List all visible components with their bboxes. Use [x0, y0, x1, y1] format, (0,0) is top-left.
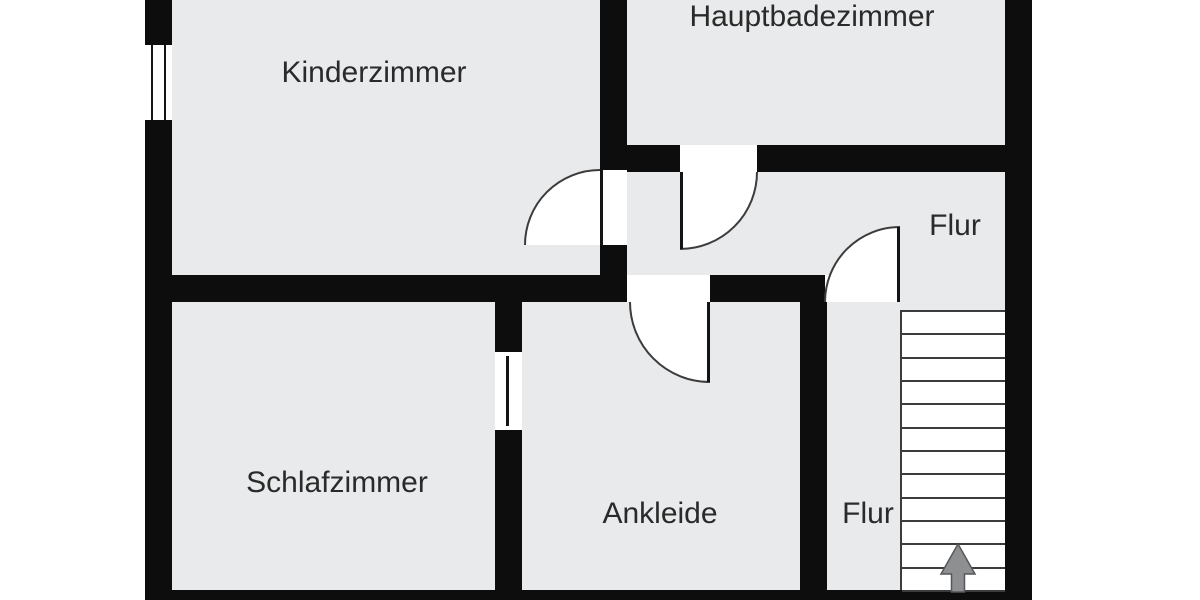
room-area-ankleide: [522, 302, 800, 590]
wall-ankleide-flur: [800, 302, 827, 600]
room-label-flur-oben: Flur: [929, 209, 981, 242]
room-label-kinderzimmer: Kinderzimmer: [281, 56, 467, 89]
stair-tread: [902, 497, 1005, 499]
stair-tread: [902, 567, 1005, 569]
wall-bottom: [145, 590, 1032, 600]
stair-tread: [902, 473, 1005, 475]
window-pane-line: [151, 45, 153, 120]
wall-schlaf-ankleide: [495, 302, 522, 600]
room-area-kinderzimmer: [172, 0, 600, 275]
stair-tread: [902, 427, 1005, 429]
stair-treads: [902, 312, 1005, 592]
doorway-bad: [680, 145, 757, 172]
doorway-flur: [825, 275, 900, 302]
room-label-hauptbadezimmer: Hauptbadezimmer: [689, 0, 935, 33]
room-label-ankleide: Ankleide: [602, 497, 718, 530]
wall-left-top: [145, 0, 172, 45]
stair-tread: [902, 520, 1005, 522]
room-label-schlafzimmer: Schlafzimmer: [246, 466, 428, 499]
stairs: [900, 310, 1005, 592]
window: [145, 45, 172, 120]
stair-tread: [902, 380, 1005, 382]
door-leaf-schlafzimmer: [506, 356, 509, 426]
room-area-flur-oben-strip: [900, 275, 1005, 310]
stair-tread: [902, 333, 1005, 335]
wall-right: [1005, 0, 1032, 600]
room-area-flur-unten: [827, 302, 900, 590]
room-area-hauptbadezimmer: [627, 0, 1005, 145]
window-pane-line: [164, 45, 166, 120]
wall-left: [145, 120, 172, 600]
stair-tread: [902, 403, 1005, 405]
stair-tread: [902, 357, 1005, 359]
stair-tread: [902, 450, 1005, 452]
stair-tread: [902, 543, 1005, 545]
room-label-flur-unten: Flur: [842, 497, 894, 530]
wall-mid: [145, 275, 900, 302]
stair-tread: [902, 590, 1005, 592]
doorway-ankleide: [627, 275, 710, 302]
doorway-kinderzimmer: [600, 170, 627, 245]
room-area-schlafzimmer: [172, 302, 495, 590]
wall-divider-top: [600, 0, 627, 302]
